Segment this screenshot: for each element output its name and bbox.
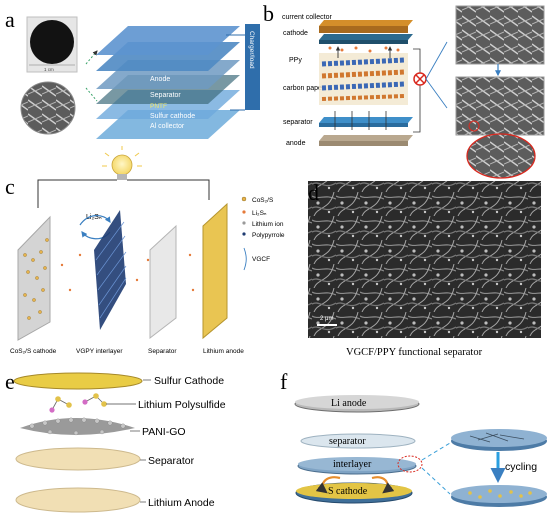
- panel-b-label-cathode: cathode: [283, 30, 308, 37]
- panel-e-lithium-anode: [15, 487, 141, 513]
- panel-a-layer-separator: Separator: [150, 92, 181, 99]
- panel-b-label-carbon-paper: carbon paper: [283, 85, 325, 92]
- panel-d: d 2 μm VGCF/PPY functional separator: [308, 180, 541, 358]
- panel-f-letter: f: [280, 369, 288, 394]
- panel-c-bottom-separator: Separator: [148, 348, 177, 355]
- panel-a-photo: 1 cm: [26, 16, 78, 73]
- panel-e-pani-go: [20, 417, 135, 436]
- panel-d-letter: d: [308, 180, 319, 205]
- panel-e-label-pani-go: PANI-GO: [142, 426, 186, 438]
- panel-c-vgpy-interlayer: [94, 210, 127, 330]
- panel-b: b current collector cathode PPy carbon p…: [263, 1, 545, 179]
- legend-vgcf: VGCF: [252, 256, 270, 263]
- panel-d-sem-image: [308, 181, 541, 338]
- panel-b-label-separator: separator: [283, 119, 313, 126]
- panel-c-legend: CoS₂/S Li₂Sₙ Lithium ion Polypyrrole VGC…: [241, 196, 285, 271]
- panel-a: a 1 cm Anode Separator PNTF Sulfur catho…: [5, 7, 260, 139]
- panel-a-micrograph: [20, 81, 76, 135]
- panel-a-layer-sulfur-cathode: Sulfur cathode: [150, 113, 195, 120]
- panel-a-layer-al-collector: Al collector: [150, 123, 185, 130]
- panel-a-charger-label: Charger/load: [248, 31, 255, 69]
- panel-f-label-s-cathode: S cathode: [328, 486, 368, 497]
- panel-c-li2s-label: Li₂Sₙ: [86, 214, 102, 221]
- panel-a-layer-anode: Anode: [150, 76, 170, 83]
- panel-a-letter: a: [5, 7, 15, 32]
- panel-f-cycling-label: cycling: [505, 461, 537, 473]
- panel-b-letter: b: [263, 1, 274, 26]
- panel-c-letter: c: [5, 174, 15, 199]
- panel-c-lithium-anode: [202, 202, 228, 340]
- panel-b-sem-middle: [455, 76, 545, 136]
- panel-b-label-anode: anode: [286, 140, 306, 147]
- panel-c-bottom-interlayer: VGPY interlayer: [76, 348, 123, 355]
- panel-e-label-lithium-anode: Lithium Anode: [148, 497, 215, 509]
- panel-f-separator: [300, 433, 416, 449]
- panel-a-charger-box: [245, 24, 260, 110]
- panel-b-block-icon: [413, 72, 427, 86]
- legend-lithium-ion: Lithium ion: [252, 221, 284, 228]
- panel-f-interlayer-fresh: [451, 429, 547, 451]
- panel-f-label-interlayer: interlayer: [333, 459, 372, 470]
- legend-li2sn: Li₂Sₙ: [252, 210, 267, 217]
- panel-e-sulfur-cathode: [13, 372, 143, 390]
- panel-e-label-sulfur-cathode: Sulfur Cathode: [154, 375, 224, 387]
- legend-polypyrrole: Polypyrrole: [252, 232, 285, 239]
- panel-e-letter: e: [5, 369, 15, 394]
- panel-e-polysulfide-molecules: [49, 393, 107, 413]
- panel-d-scale-text: 2 μm: [320, 316, 333, 322]
- panel-b-sem-zoom: [466, 133, 536, 179]
- panel-f-interlayer-cycled: [451, 485, 547, 507]
- panel-c-separator: [149, 224, 177, 340]
- panel-f-label-li-anode: Li anode: [331, 398, 367, 409]
- panel-c: c Li₂Sₙ: [5, 146, 285, 355]
- panel-a-layer-stack: Anode Separator PNTF Sulfur cathode Al c…: [96, 26, 240, 139]
- panel-e-label-lithium-polysulfide: Lithium Polysulfide: [138, 399, 226, 411]
- panel-e-label-separator: Separator: [148, 455, 195, 467]
- panel-e-separator: [15, 447, 141, 471]
- panel-b-sulfur-dots: [328, 46, 400, 53]
- panel-f: f Li anode separator interlayer S cathod…: [280, 369, 547, 507]
- legend-cos2s: CoS₂/S: [252, 197, 274, 204]
- panel-a-layer-pntf: PNTF: [150, 103, 167, 110]
- light-bulb-icon: [102, 146, 142, 180]
- panel-a-scale-text: 1 cm: [44, 67, 54, 72]
- panel-b-ppy-network: [321, 57, 406, 101]
- panel-b-label-ppy: PPy: [289, 57, 302, 64]
- panel-f-label-separator: separator: [329, 436, 366, 447]
- panel-e: e Sulfur Cathode Lithium Polysul: [5, 369, 226, 513]
- panel-c-bottom-cathode: CoS₂/S cathode: [10, 348, 57, 355]
- panel-c-cathode: [17, 215, 51, 341]
- panel-b-sem-top: [455, 5, 545, 65]
- panel-c-bottom-anode: Lithium anode: [203, 348, 244, 355]
- panel-d-caption: VGCF/PPY functional separator: [346, 347, 483, 358]
- panel-b-label-current-collector: current collector: [282, 14, 332, 21]
